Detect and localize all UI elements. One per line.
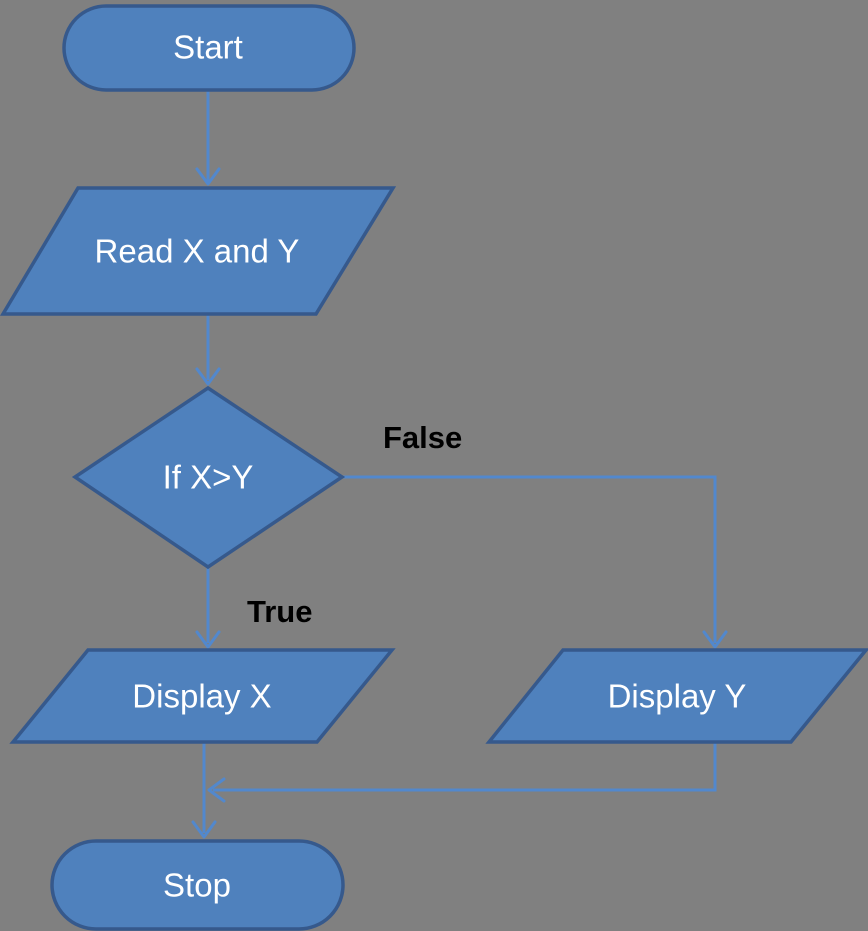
node-display-x: Display X [9,648,396,744]
diamond-shape [71,385,346,570]
node-stop-label: Stop [163,867,231,904]
parallelogram-shape [485,648,868,744]
node-read-x-y: Read X and Y [0,186,397,316]
edge-read-to-decision [195,314,221,386]
node-decision-label: If X>Y [163,459,254,496]
node-display-x-label: Display X [132,678,271,715]
edge-display-y-to-merge [207,742,717,803]
edge-decision-true-to-display-x [195,567,221,649]
edge-display-x-to-stop [191,742,217,839]
terminator-shape [50,839,345,931]
parallelogram-shape [0,186,397,316]
node-display-y: Display Y [485,648,868,744]
true-branch-label: True [247,594,312,629]
node-decision: If X>Y [71,385,346,570]
edge-start-to-read [195,90,221,186]
node-display-y-label: Display Y [608,678,747,715]
false-branch-label: False [383,420,462,455]
node-stop: Stop [50,839,345,931]
node-read-label: Read X and Y [95,233,300,270]
node-start-label: Start [173,29,243,66]
node-start: Start [62,4,356,92]
parallelogram-shape [9,648,396,744]
terminator-shape [62,4,356,92]
edge-decision-false-to-display-y [342,475,728,649]
